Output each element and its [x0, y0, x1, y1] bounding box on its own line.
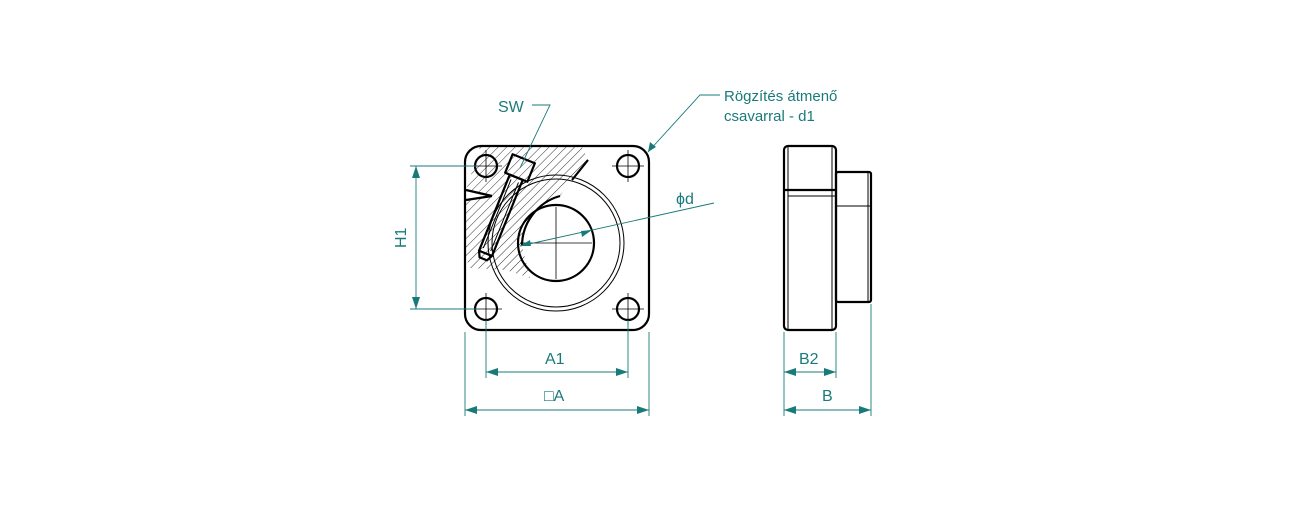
bore-outer [487, 174, 625, 312]
side-view [782, 144, 873, 332]
sw-label: SW [498, 99, 525, 116]
clamp-slot [571, 159, 589, 181]
flange-spigot-side [834, 170, 873, 304]
bore-inner [516, 203, 596, 283]
flange-body-side [782, 144, 838, 332]
clamp-jaw [520, 194, 561, 247]
sw-leader [519, 104, 551, 169]
phi-d-line [519, 202, 715, 247]
note-leader [647, 94, 720, 153]
dimensions: SW Rögzítés átmenő csavarral - d1 ϕd H1 … [393, 88, 872, 416]
clamp-screw [477, 153, 536, 262]
note-line-2: csavarral - d1 [724, 108, 815, 125]
h1-label: H1 [393, 227, 410, 248]
a-label: □A [544, 388, 565, 405]
a1-label: A1 [545, 351, 565, 368]
left-notch [465, 188, 493, 202]
note-line-1: Rögzítés átmenő [724, 88, 837, 105]
flange-body-front [463, 144, 651, 332]
bore-outer-2 [491, 178, 621, 308]
b-label: B [822, 388, 833, 405]
front-view [463, 144, 651, 332]
b2-label: B2 [799, 351, 819, 368]
phi-d-label: ϕd [676, 191, 694, 208]
